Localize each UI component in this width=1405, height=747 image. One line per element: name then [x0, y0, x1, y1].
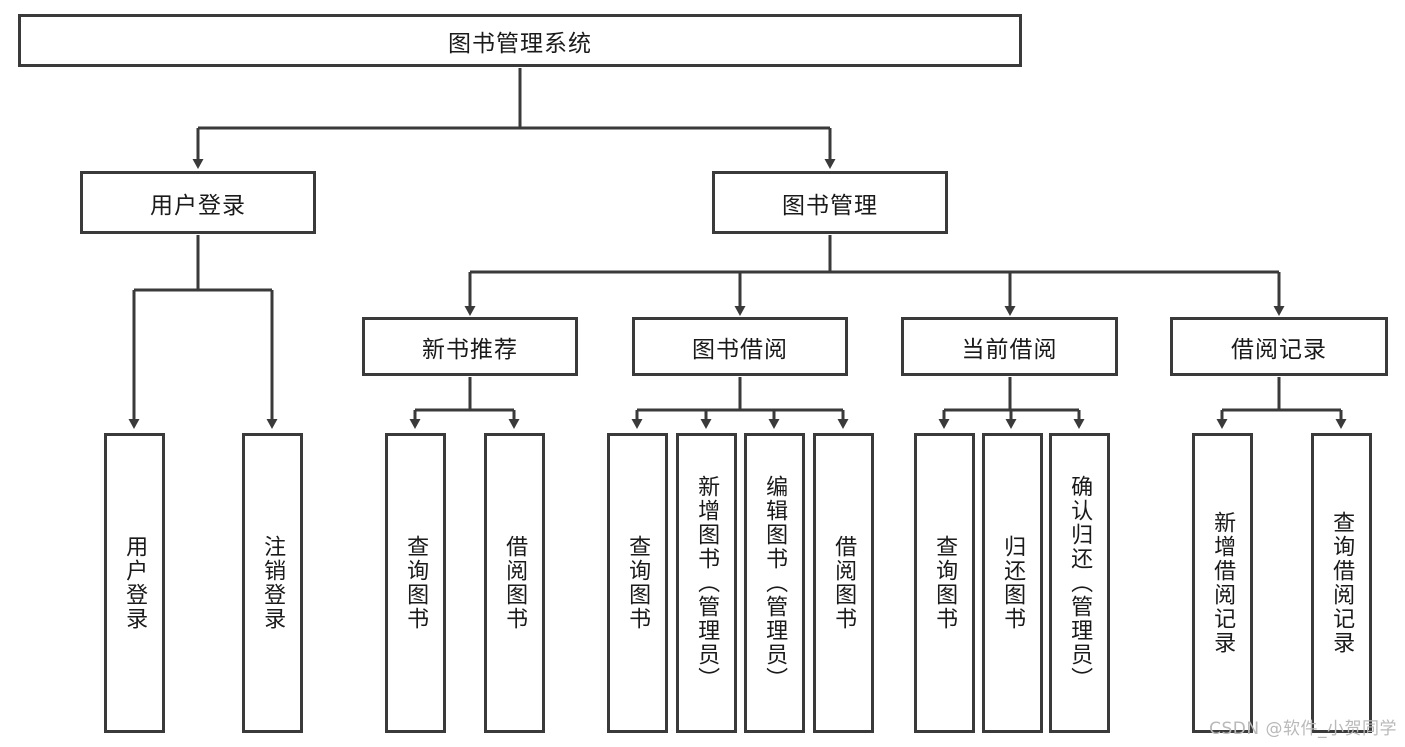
node-leaf-return-book[interactable]: 归还图书 — [982, 433, 1043, 733]
node-leaf-confirm-return[interactable]: 确认归还（管理员） — [1049, 433, 1110, 733]
node-leaf-confirm-return-label: 确认归还（管理员） — [1067, 475, 1093, 691]
node-leaf-borrow-book-2[interactable]: 借阅图书 — [813, 433, 874, 733]
node-leaf-borrow-book-1[interactable]: 借阅图书 — [484, 433, 545, 733]
node-leaf-query-book-1-label: 查询图书 — [403, 535, 429, 631]
node-leaf-edit-book[interactable]: 编辑图书（管理员） — [744, 433, 805, 733]
node-new-book-rec[interactable]: 新书推荐 — [362, 317, 578, 376]
node-borrow-record-label: 借阅记录 — [1231, 336, 1327, 363]
node-book-manage-label: 图书管理 — [782, 192, 878, 219]
node-leaf-user-login-label: 用户登录 — [122, 535, 148, 631]
node-leaf-query-book-1[interactable]: 查询图书 — [385, 433, 446, 733]
node-leaf-add-book-label: 新增图书（管理员） — [694, 475, 720, 691]
node-book-manage[interactable]: 图书管理 — [712, 171, 948, 234]
node-leaf-add-record[interactable]: 新增借阅记录 — [1192, 433, 1253, 733]
node-leaf-return-book-label: 归还图书 — [1000, 535, 1026, 631]
node-borrow-record[interactable]: 借阅记录 — [1170, 317, 1388, 376]
node-leaf-user-login[interactable]: 用户登录 — [104, 433, 165, 733]
node-leaf-user-logout[interactable]: 注销登录 — [242, 433, 303, 733]
node-leaf-query-record[interactable]: 查询借阅记录 — [1311, 433, 1372, 733]
node-root-label: 图书管理系统 — [448, 30, 592, 57]
node-new-book-rec-label: 新书推荐 — [422, 336, 518, 363]
node-leaf-query-book-2[interactable]: 查询图书 — [607, 433, 668, 733]
node-user-login[interactable]: 用户登录 — [80, 171, 316, 234]
node-book-borrow[interactable]: 图书借阅 — [632, 317, 848, 376]
node-leaf-user-logout-label: 注销登录 — [260, 535, 286, 631]
node-leaf-edit-book-label: 编辑图书（管理员） — [762, 475, 788, 691]
node-current-borrow[interactable]: 当前借阅 — [901, 317, 1118, 376]
node-leaf-borrow-book-2-label: 借阅图书 — [831, 535, 857, 631]
node-user-login-label: 用户登录 — [150, 192, 246, 219]
node-book-borrow-label: 图书借阅 — [692, 336, 788, 363]
node-leaf-borrow-book-1-label: 借阅图书 — [502, 535, 528, 631]
node-leaf-add-record-label: 新增借阅记录 — [1210, 511, 1236, 655]
node-leaf-add-book[interactable]: 新增图书（管理员） — [676, 433, 737, 733]
node-leaf-query-book-3-label: 查询图书 — [932, 535, 958, 631]
node-current-borrow-label: 当前借阅 — [961, 336, 1058, 363]
csdn-watermark: CSDN @软件_小贺同学 — [1209, 719, 1397, 739]
node-root[interactable]: 图书管理系统 — [18, 14, 1022, 67]
node-leaf-query-book-2-label: 查询图书 — [625, 535, 651, 631]
node-leaf-query-record-label: 查询借阅记录 — [1329, 511, 1355, 655]
node-leaf-query-book-3[interactable]: 查询图书 — [914, 433, 975, 733]
